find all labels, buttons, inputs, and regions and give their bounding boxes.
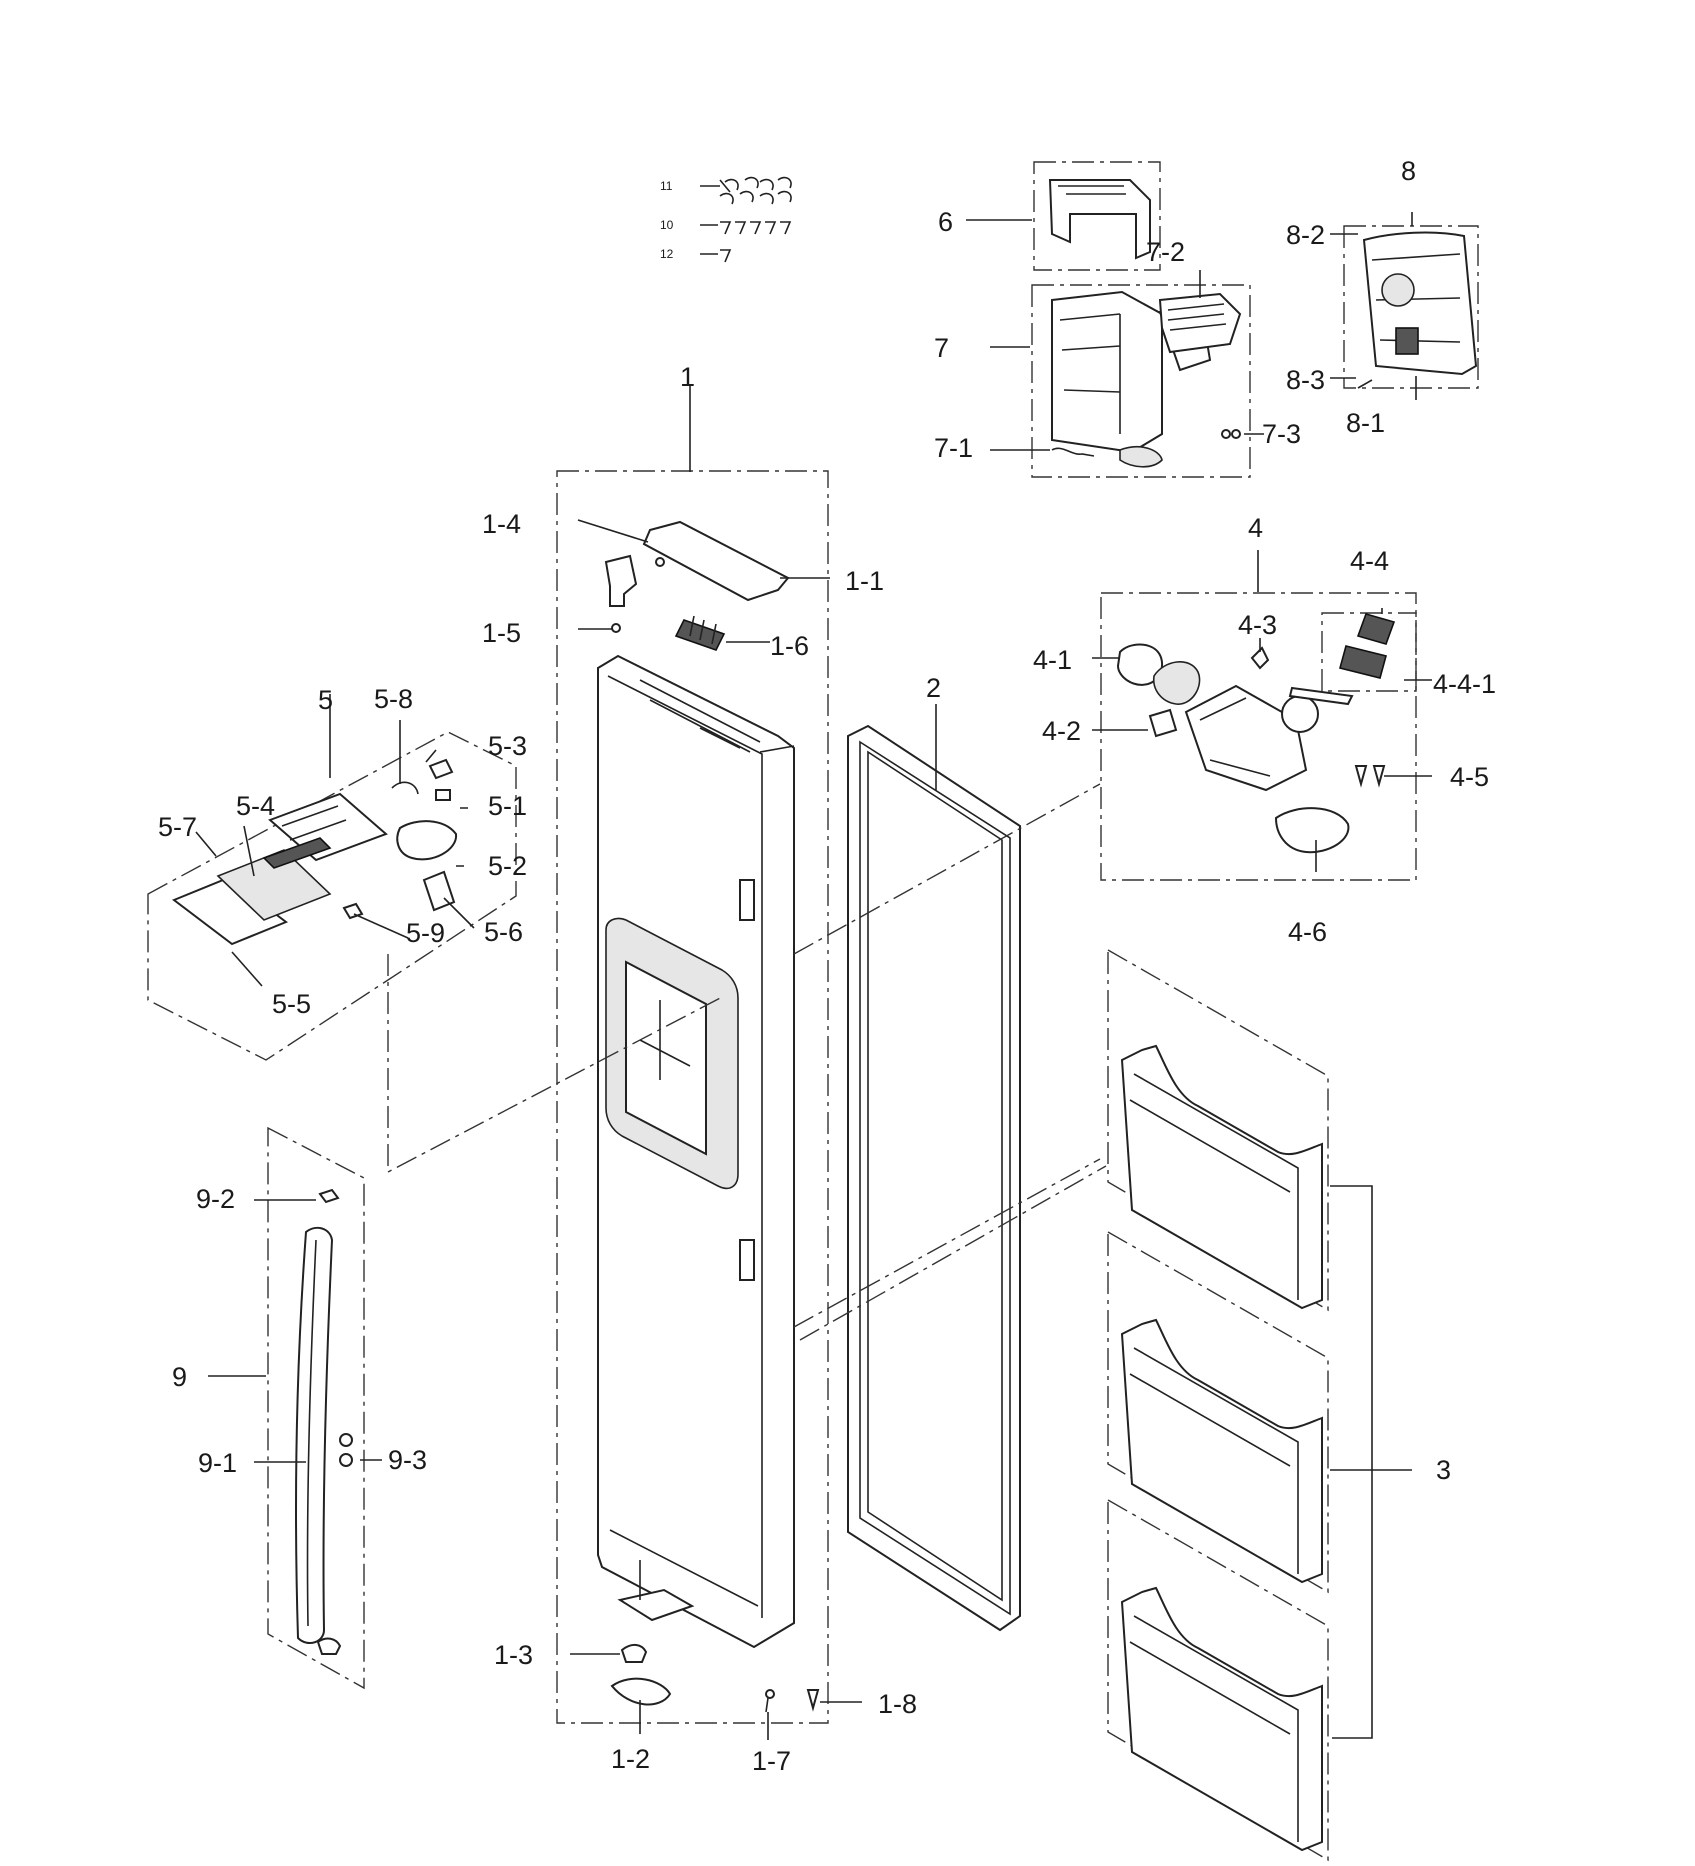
label-1-3: 1-3 (494, 1640, 533, 1670)
label-4-2: 4-2 (1042, 716, 1081, 746)
part-1-1-plate (642, 520, 790, 602)
label-1-4: 1-4 (482, 509, 521, 539)
door-bin-bottom (1120, 1586, 1323, 1852)
label-5-4: 5-4 (236, 791, 275, 821)
label-5-9: 5-9 (406, 918, 445, 948)
label-8-1: 8-1 (1346, 408, 1385, 438)
label-1-1: 1-1 (845, 566, 884, 596)
label-12: 12 (660, 247, 674, 261)
part-11-screws (700, 176, 792, 205)
label-1-8: 1-8 (878, 1689, 917, 1719)
part-12-screw (700, 249, 732, 263)
label-5-7: 5-7 (158, 812, 197, 842)
label-4-5: 4-5 (1450, 762, 1489, 792)
label-8-2: 8-2 (1286, 220, 1325, 250)
label-1-5: 1-5 (482, 618, 521, 648)
assembly-connector-lines (387, 783, 1107, 1341)
handle-bar (295, 1226, 334, 1645)
assembly-8-ice-maker: 8 8-2 8-3 8-1 (1286, 156, 1479, 438)
label-5-8: 5-8 (374, 684, 413, 714)
label-5-3: 5-3 (488, 731, 527, 761)
label-5-6: 5-6 (484, 917, 523, 947)
label-3: 3 (1436, 1455, 1451, 1485)
assembly-3-door-bins: 3 (1107, 948, 1451, 1862)
label-1-7: 1-7 (752, 1746, 791, 1776)
screw-kit: 11 10 12 (660, 176, 792, 263)
label-4-6: 4-6 (1288, 917, 1327, 947)
label-6: 6 (938, 207, 953, 237)
label-1-6: 1-6 (770, 631, 809, 661)
door-bin-top (1120, 1044, 1323, 1310)
label-7-1: 7-1 (934, 433, 973, 463)
assembly-9-handle: 9-2 9 9-1 9-3 (172, 1126, 427, 1690)
label-7: 7 (934, 333, 949, 363)
part-2-door-gasket: 2 (847, 673, 1021, 1632)
label-1: 1 (680, 362, 695, 392)
label-9: 9 (172, 1362, 187, 1392)
label-9-2: 9-2 (196, 1184, 235, 1214)
label-10: 10 (660, 218, 674, 232)
label-7-2: 7-2 (1146, 237, 1185, 267)
label-5: 5 (318, 685, 333, 715)
label-9-3: 9-3 (388, 1445, 427, 1475)
label-5-5: 5-5 (272, 989, 311, 1019)
label-7-3: 7-3 (1262, 419, 1301, 449)
label-4-1: 4-1 (1033, 645, 1072, 675)
door-bin-middle (1120, 1318, 1323, 1584)
label-5-2: 5-2 (488, 851, 527, 881)
assembly-5-control-panel: 5 5-8 5-3 5-1 5-4 5-7 5-2 5-6 5-9 5-5 (147, 684, 527, 1061)
assembly-4-dispenser-motor: 4 4-1 4-2 4-3 4-4 4-4-1 4-5 4-6 (1033, 513, 1496, 947)
label-4-4-1: 4-4-1 (1433, 669, 1496, 699)
label-8-3: 8-3 (1286, 365, 1325, 395)
part-10-screws (700, 221, 792, 235)
label-1-2: 1-2 (611, 1744, 650, 1774)
label-2: 2 (926, 673, 941, 703)
label-4: 4 (1248, 513, 1263, 543)
assembly-7-ice-chute: 7 7-1 7-2 7-3 (934, 237, 1301, 478)
label-5-1: 5-1 (488, 791, 527, 821)
label-4-3: 4-3 (1238, 610, 1277, 640)
label-9-1: 9-1 (198, 1448, 237, 1478)
assembly-1-door: 1 1-1 1-4 1-5 1-6 1-3 1-2 (482, 362, 917, 1776)
label-11: 11 (660, 179, 673, 193)
label-4-4: 4-4 (1350, 546, 1389, 576)
assembly-6-cover: 6 (938, 161, 1161, 271)
label-8: 8 (1401, 156, 1416, 186)
